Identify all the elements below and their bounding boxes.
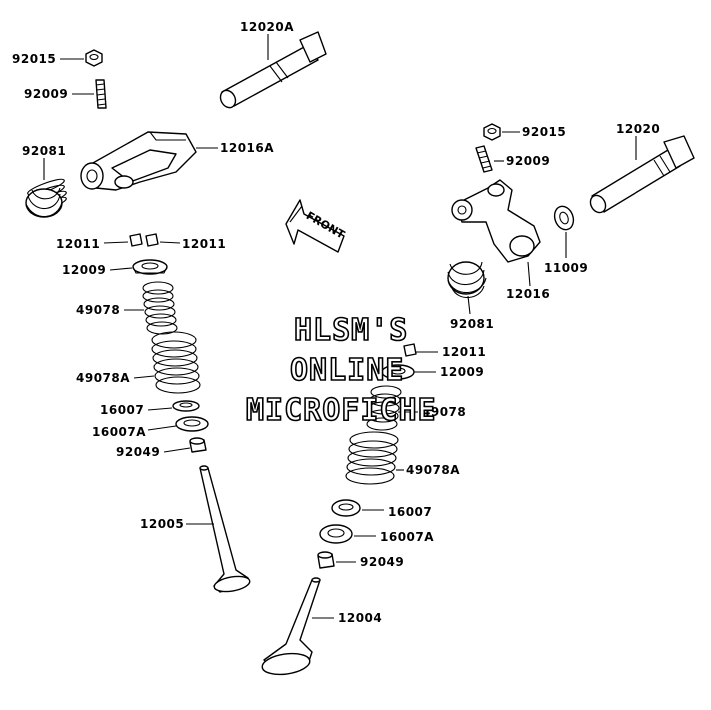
label-12016[interactable]: 12016	[506, 287, 550, 301]
label-12016A[interactable]: 12016A	[220, 141, 274, 155]
label-49078-left[interactable]: 49078	[76, 303, 120, 317]
spring-92081-right[interactable]	[447, 261, 487, 299]
screw-92009-left[interactable]	[95, 79, 107, 109]
label-92081-right[interactable]: 92081	[450, 317, 494, 331]
leader-12009-left	[109, 267, 133, 271]
label-11009[interactable]: 11009	[544, 261, 588, 275]
seat-16007A-right[interactable]	[319, 524, 353, 544]
label-12020A[interactable]: 12020A	[240, 20, 294, 34]
cotter-12011-right[interactable]	[403, 343, 417, 357]
label-16007-right[interactable]: 16007	[388, 505, 432, 519]
outer-spring-49078A-right[interactable]	[345, 431, 399, 485]
rocker-arm-12016A[interactable]	[80, 131, 197, 191]
leader-12011-left-b	[159, 241, 181, 244]
seat-16007-left[interactable]	[172, 400, 200, 412]
screw-92009-right[interactable]	[475, 145, 493, 173]
front-direction-marker: FRONT	[285, 199, 347, 253]
valve-12004[interactable]	[261, 577, 321, 677]
label-12009-right[interactable]: 12009	[440, 365, 484, 379]
spring-92081-left[interactable]	[25, 178, 67, 218]
leader-16007A-left	[147, 425, 177, 431]
washer-11009[interactable]	[551, 204, 576, 233]
label-92009-left[interactable]: 92009	[24, 87, 68, 101]
leader-12016	[527, 261, 531, 287]
label-92049-left[interactable]: 92049	[116, 445, 160, 459]
leader-92049-left	[163, 447, 191, 453]
inner-spring-49078-left[interactable]	[142, 281, 178, 335]
label-16007A-left[interactable]: 16007A	[92, 425, 146, 439]
seal-92049-left[interactable]	[189, 437, 207, 453]
label-92015-right[interactable]: 92015	[522, 125, 566, 139]
leader-16007-left	[147, 407, 173, 411]
label-12011-right[interactable]: 12011	[442, 345, 486, 359]
label-12011-left-a[interactable]: 12011	[56, 237, 100, 251]
label-16007A-right[interactable]: 16007A	[380, 530, 434, 544]
label-49078A-right[interactable]: 49078A	[406, 463, 460, 477]
label-92081-left[interactable]: 92081	[22, 144, 66, 158]
leader-92081-right	[467, 295, 471, 315]
watermark-line-2: ONLINE	[290, 353, 404, 388]
label-16007-left[interactable]: 16007	[100, 403, 144, 417]
leader-49078A-left	[133, 375, 155, 379]
seat-16007A-left[interactable]	[175, 416, 209, 432]
nut-92015-right[interactable]	[483, 123, 501, 141]
label-49078-right[interactable]: 49078	[422, 405, 466, 419]
seat-16007-right[interactable]	[331, 499, 361, 517]
watermark-line-3: MICROFICHE	[246, 393, 437, 428]
label-12011-left-b[interactable]: 12011	[182, 237, 226, 251]
watermark-line-1: HLSM'S	[294, 313, 408, 348]
seal-92049-right[interactable]	[317, 551, 335, 569]
rocker-arm-12016[interactable]	[451, 179, 541, 263]
cotter-12011-left[interactable]	[129, 233, 159, 247]
nut-92015-left[interactable]	[85, 49, 103, 67]
label-12004[interactable]: 12004	[338, 611, 382, 625]
outer-spring-49078A-left[interactable]	[151, 331, 201, 394]
rocker-shaft-12020A[interactable]	[218, 31, 327, 110]
label-92009-right[interactable]: 92009	[506, 154, 550, 168]
rocker-shaft-12020[interactable]	[587, 135, 695, 215]
label-49078A-left[interactable]: 49078A	[76, 371, 130, 385]
leader-12011-left-a	[103, 241, 129, 244]
inner-spring-49078-right[interactable]	[366, 385, 402, 431]
label-12009-left[interactable]: 12009	[62, 263, 106, 277]
label-92049-right[interactable]: 92049	[360, 555, 404, 569]
retainer-12009-left[interactable]	[132, 259, 168, 275]
valve-12005[interactable]	[199, 465, 251, 594]
label-12005[interactable]: 12005	[140, 517, 184, 531]
label-92015-left[interactable]: 92015	[12, 52, 56, 66]
label-12020[interactable]: 12020	[616, 122, 660, 136]
